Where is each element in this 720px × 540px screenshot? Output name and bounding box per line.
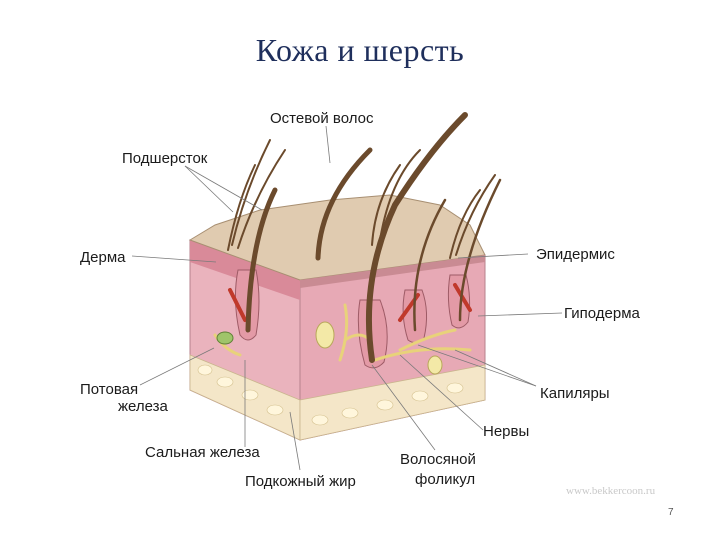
label-subcutaneous-fat: Подкожный жир bbox=[245, 473, 356, 490]
label-undercoat: Подшерсток bbox=[122, 150, 208, 167]
label-hair-follicle-line2: фоликул bbox=[415, 471, 476, 488]
label-dermis: Дерма bbox=[80, 249, 126, 266]
label-hair-follicle-line1: Волосяной bbox=[400, 451, 476, 468]
leader-lines bbox=[131, 125, 563, 471]
label-sebaceous-gland: Сальная железа bbox=[145, 444, 260, 461]
glands bbox=[315, 321, 443, 375]
hairs bbox=[227, 112, 502, 363]
fat-droplets bbox=[197, 364, 464, 426]
label-capillaries: Капиляры bbox=[540, 385, 610, 402]
label-guard-hair: Остевой волос bbox=[270, 110, 374, 127]
label-nerves: Нервы bbox=[483, 423, 530, 440]
label-hypodermis: Гиподерма bbox=[564, 305, 640, 322]
page-number: 7 bbox=[668, 507, 674, 518]
page-title: Кожа и шерсть bbox=[255, 32, 465, 68]
epidermis-edge bbox=[300, 255, 485, 288]
label-sweat-gland-line1: Потовая bbox=[80, 381, 139, 398]
label-epidermis: Эпидермис bbox=[536, 246, 615, 263]
label-sweat-gland-line2: железа bbox=[118, 398, 168, 415]
watermark: www.bekkercoon.ru bbox=[566, 485, 656, 497]
subcutaneous-fat-right bbox=[299, 364, 486, 441]
sweat-gland bbox=[216, 331, 234, 345]
